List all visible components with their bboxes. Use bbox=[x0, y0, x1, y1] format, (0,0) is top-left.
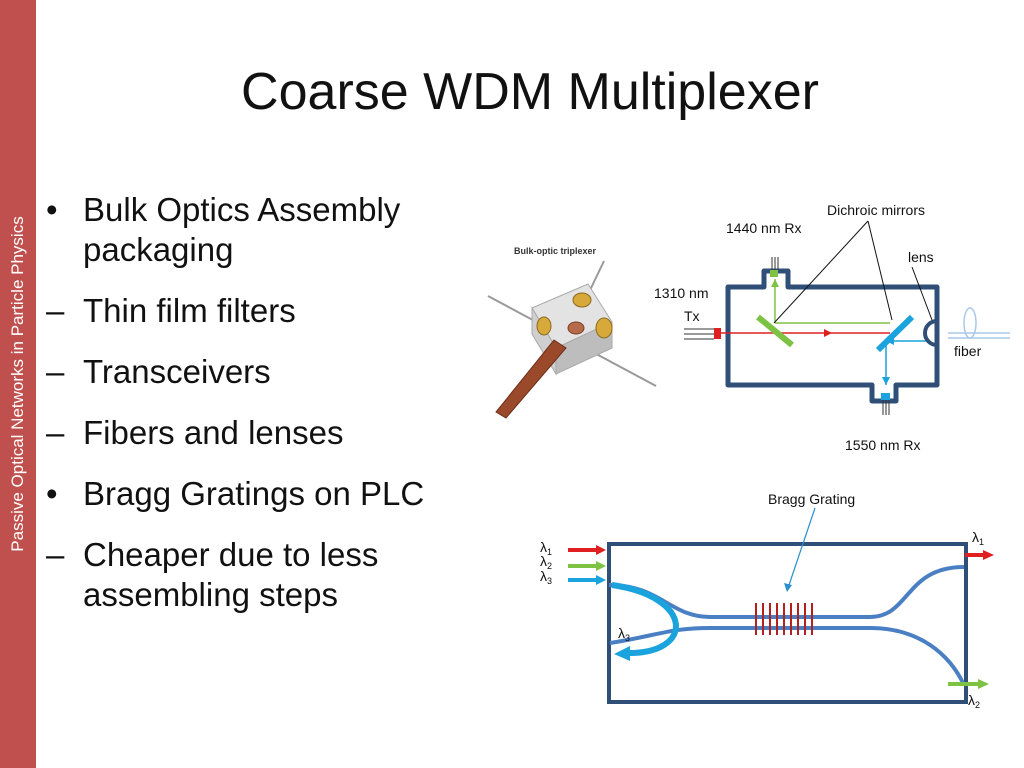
lens-mount bbox=[536, 316, 552, 336]
output-arrowhead-red bbox=[983, 550, 994, 560]
lambda-label: λ3 bbox=[618, 625, 630, 643]
dash-marker: – bbox=[46, 292, 65, 329]
mirror-pointer bbox=[773, 220, 869, 324]
lens-mount bbox=[572, 292, 592, 308]
lambda-label: λ1 bbox=[540, 539, 552, 557]
center-element bbox=[567, 321, 585, 335]
red-arrowhead bbox=[824, 329, 832, 337]
sidebar-bar: Passive Optical Networks in Particle Phy… bbox=[0, 0, 36, 768]
bullet-item: – Transceivers bbox=[46, 352, 476, 392]
triplexer-schematic: Dichroic mirrors 1440 nm Rx lens 1310 nm… bbox=[654, 202, 1010, 453]
label-1550-rx: 1550 nm Rx bbox=[845, 437, 920, 453]
bullet-list: • Bulk Optics Assembly packaging – Thin … bbox=[46, 190, 476, 636]
label-fiber: fiber bbox=[954, 343, 982, 359]
reflected-arrowhead bbox=[614, 646, 630, 661]
input-arrowhead-red bbox=[596, 545, 606, 555]
label-lens: lens bbox=[908, 249, 934, 265]
label-dichroic-mirrors: Dichroic mirrors bbox=[827, 202, 925, 218]
label-tx: Tx bbox=[684, 308, 700, 324]
bullet-text: Cheaper due to less assembling steps bbox=[83, 536, 379, 613]
label-1310: 1310 nm bbox=[654, 285, 708, 301]
receiver-1440 bbox=[770, 270, 778, 277]
bullet-marker: • bbox=[46, 191, 58, 228]
input-arrowhead-green bbox=[596, 561, 606, 571]
blue-arrowhead bbox=[882, 377, 890, 385]
lambda-label: λ1 bbox=[972, 529, 984, 547]
mirror-pointer bbox=[867, 220, 893, 321]
input-arrowhead-blue bbox=[596, 575, 606, 585]
lens bbox=[923, 319, 938, 347]
fiber-coil bbox=[963, 307, 977, 339]
waveguide bbox=[609, 626, 711, 645]
bullet-text: Bulk Optics Assembly packaging bbox=[83, 191, 401, 268]
output-arrowhead-green bbox=[978, 679, 989, 689]
fiber-boot bbox=[495, 339, 567, 419]
bullet-item: • Bragg Gratings on PLC bbox=[46, 474, 476, 514]
bullet-marker: • bbox=[46, 475, 58, 512]
receiver-1550 bbox=[881, 393, 890, 400]
label-bragg-grating: Bragg Grating bbox=[768, 491, 855, 507]
grating-pointer-head bbox=[784, 583, 792, 592]
sidebar-title: Passive Optical Networks in Particle Phy… bbox=[8, 216, 27, 552]
triplexer-photo: Bulk-optic triplexer bbox=[484, 236, 662, 430]
green-arrowhead bbox=[771, 279, 779, 287]
slide-title: Coarse WDM Multiplexer bbox=[241, 63, 819, 121]
plc-outline bbox=[607, 542, 968, 704]
dash-marker: – bbox=[46, 536, 65, 573]
dichroic-mirror-blue bbox=[875, 314, 915, 353]
lambda-label: λ3 bbox=[540, 568, 552, 586]
reflected-beam bbox=[611, 582, 679, 657]
grating-pointer bbox=[787, 507, 816, 589]
dichroic-mirror-green bbox=[756, 314, 794, 348]
lens-pointer bbox=[911, 266, 933, 321]
grating-lines bbox=[755, 603, 813, 635]
housing-outline bbox=[725, 268, 940, 404]
bullet-text: Fibers and lenses bbox=[83, 414, 344, 451]
bragg-grating-diagram: Bragg Grating λ1 λ2 λ3 λ3 λ1 λ2 bbox=[540, 491, 994, 710]
bullet-item: – Cheaper due to less assembling steps bbox=[46, 535, 476, 615]
waveguide bbox=[869, 626, 966, 686]
dash-marker: – bbox=[46, 353, 65, 390]
lambda-label: λ2 bbox=[540, 553, 552, 571]
bullet-item: – Thin film filters bbox=[46, 291, 476, 331]
lens-mount bbox=[595, 317, 613, 339]
waveguide bbox=[869, 565, 965, 619]
label-1440-rx: 1440 nm Rx bbox=[726, 220, 801, 236]
lambda-label: λ2 bbox=[968, 692, 980, 710]
laser-1310 bbox=[714, 328, 721, 339]
bullet-text: Transceivers bbox=[83, 353, 271, 390]
dash-marker: – bbox=[46, 414, 65, 451]
bullet-text: Thin film filters bbox=[83, 292, 296, 329]
bullet-item: – Fibers and lenses bbox=[46, 413, 476, 453]
bullet-text: Bragg Gratings on PLC bbox=[83, 475, 425, 512]
bullet-item: • Bulk Optics Assembly packaging bbox=[46, 190, 476, 270]
photo-caption: Bulk-optic triplexer bbox=[514, 246, 597, 256]
